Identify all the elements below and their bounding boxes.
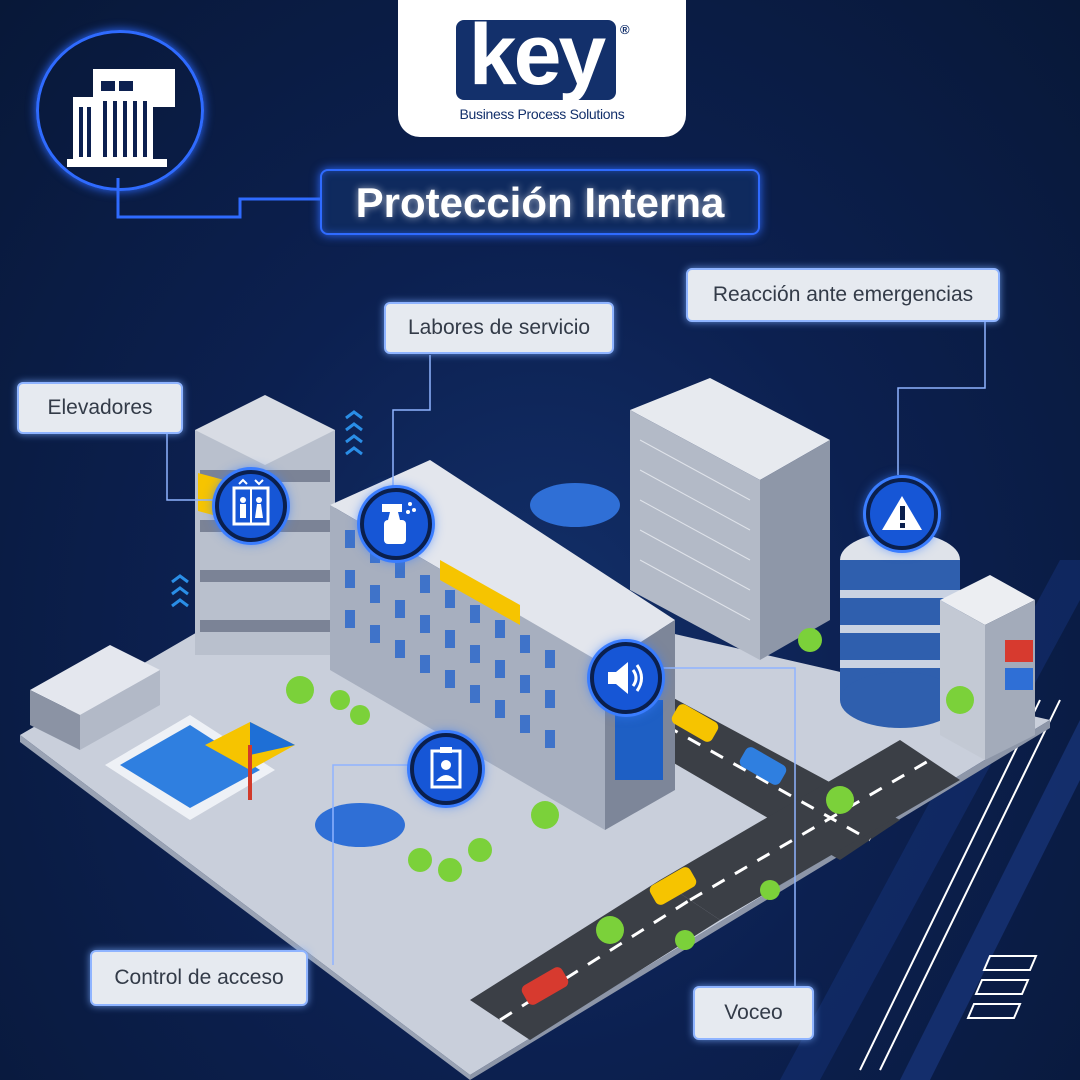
menu-lines-icon	[966, 955, 1038, 1019]
speaker-icon	[590, 642, 662, 714]
label-control-de-acceso: Control de acceso	[90, 950, 308, 1006]
elevator-icon	[215, 470, 287, 542]
logo-tagline: Business Process Solutions	[459, 106, 625, 122]
spray-bottle-icon	[360, 488, 432, 560]
brand-logo: key ® Business Process Solutions	[398, 0, 686, 137]
label-voceo: Voceo	[693, 986, 814, 1040]
warning-icon	[866, 478, 938, 550]
id-badge-icon	[410, 733, 482, 805]
hotel-building-icon	[36, 30, 204, 191]
title-box: Protección Interna	[320, 169, 760, 235]
label-elevadores: Elevadores	[17, 382, 183, 434]
logo-mark: key	[456, 7, 616, 103]
logo-word: key	[468, 7, 607, 103]
logo-registered-mark: ®	[620, 22, 630, 37]
page-title: Protección Interna	[355, 179, 725, 226]
label-labores-de-servicio: Labores de servicio	[384, 302, 614, 354]
label-reaccion-ante-emergencias: Reacción ante emergencias	[686, 268, 1000, 322]
